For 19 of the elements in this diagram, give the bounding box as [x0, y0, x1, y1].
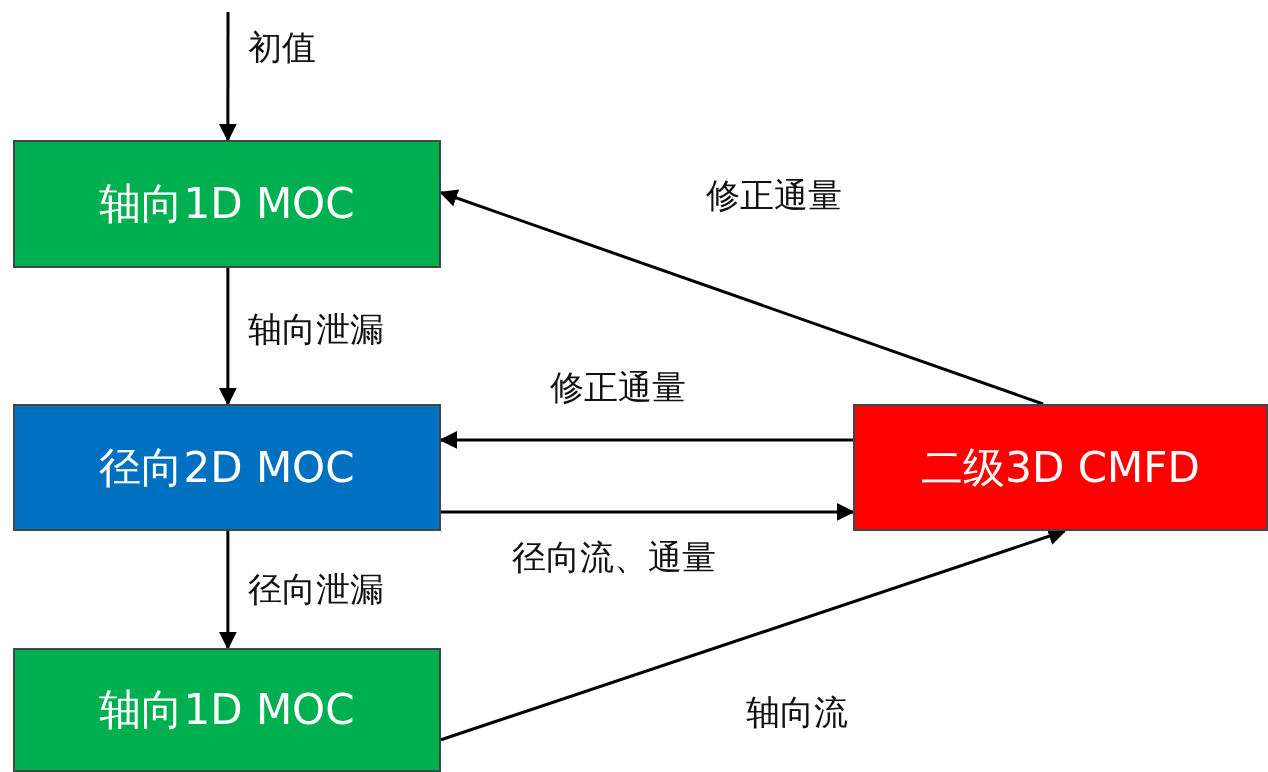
process-box [853, 404, 1268, 531]
edge-label: 修正通量 [550, 370, 686, 404]
edge-label: 初值 [248, 30, 316, 64]
process-box [13, 140, 441, 268]
box-label: 二级3D CMFD [921, 441, 1200, 494]
edge-label: 径向流、通量 [512, 540, 716, 574]
arrow [218, 268, 237, 406]
edge-label: 径向泄漏 [248, 572, 384, 606]
box-label: 径向2D MOC [99, 441, 355, 494]
edge-label: 修正通量 [706, 178, 842, 212]
arrow [218, 531, 237, 650]
process-box [13, 404, 441, 531]
arrow [218, 12, 237, 142]
process-box [13, 648, 441, 772]
edge-label: 轴向泄漏 [248, 312, 384, 346]
box-label: 轴向1D MOC [99, 178, 355, 230]
box-label: 轴向1D MOC [99, 684, 355, 736]
arrow [441, 502, 855, 521]
edge-label: 轴向流 [746, 695, 848, 729]
